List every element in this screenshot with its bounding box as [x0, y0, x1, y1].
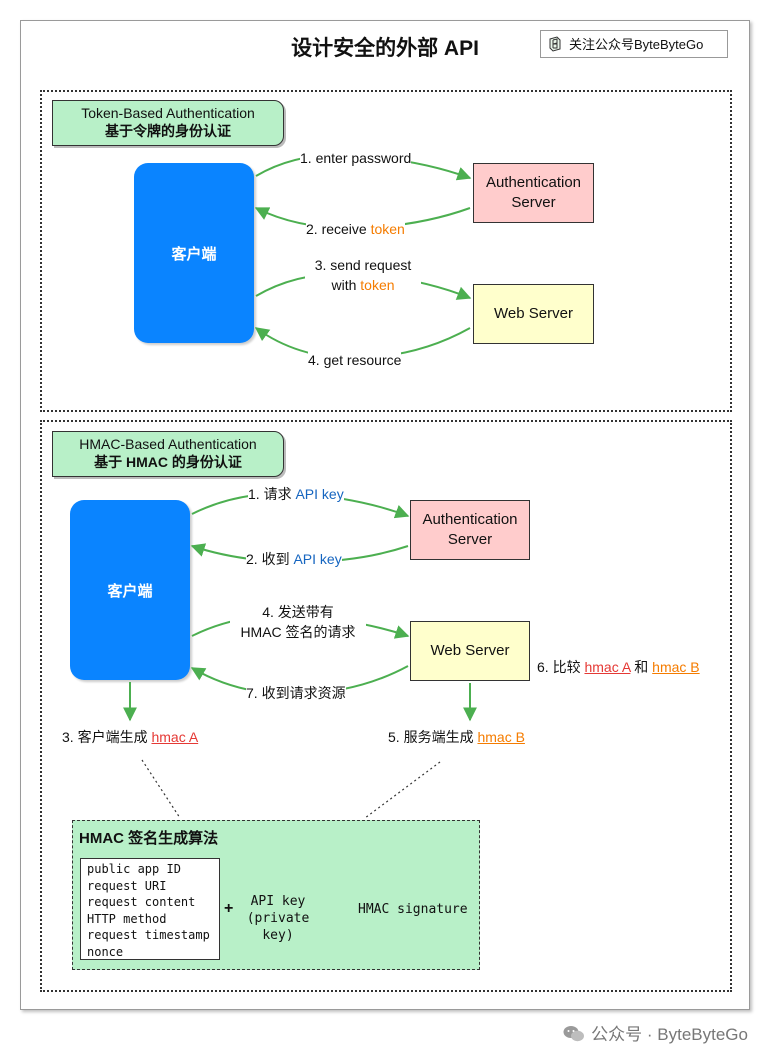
- algorithm-input: HTTP method: [87, 911, 167, 926]
- algorithm-input: public app ID: [87, 862, 181, 876]
- token-label-zh: 基于令牌的身份认证: [105, 123, 231, 139]
- hmac-step1-key: API key: [295, 486, 344, 502]
- token-section: [40, 90, 732, 412]
- hmac-step6-label: 6. 比较 hmac A 和 hmac B: [537, 657, 700, 677]
- token-step3-text: with: [331, 277, 361, 293]
- token-step4-label: 4. get resource: [308, 350, 402, 370]
- token-section-label: Token-Based Authentication 基于令牌的身份认证: [52, 100, 284, 146]
- token-step2-text: 2. receive: [306, 221, 371, 237]
- footer-text: 公众号 · ByteByteGo: [591, 1025, 748, 1044]
- hmac-section: [40, 420, 732, 992]
- token-client-box: 客户端: [134, 163, 254, 343]
- algorithm-input: request content: [87, 895, 196, 909]
- token-web-server: Web Server: [473, 284, 594, 344]
- token-step2-label: 2. receive token: [306, 219, 405, 239]
- algorithm-title: HMAC 签名生成算法: [79, 830, 219, 847]
- token-label-en: Token-Based Authentication: [81, 105, 255, 121]
- hmac-step3-text: 3. 客户端生成: [62, 729, 152, 745]
- token-step3-line1: 3. send request: [314, 257, 412, 273]
- algorithm-input: nonce: [87, 944, 124, 959]
- follow-text: 关注公众号ByteByteGo: [569, 37, 704, 52]
- connector-server-algo: [364, 761, 441, 819]
- footer-watermark: 公众号 · ByteByteGo: [563, 1020, 748, 1045]
- hmac-step6-a: hmac A: [584, 659, 631, 675]
- hmac-step6-and: 和: [630, 659, 653, 675]
- hmac-step6-text: 6. 比较: [537, 659, 585, 675]
- algorithm-key-line2: (private key): [246, 911, 310, 943]
- hmac-step5-hmac: hmac B: [477, 729, 525, 745]
- hmac-section-label: HMAC-Based Authentication 基于 HMAC 的身份认证: [52, 431, 284, 477]
- follow-badge[interactable]: 关注公众号ByteByteGo: [540, 30, 728, 58]
- token-step3-label: 3. send request with token: [305, 255, 421, 295]
- hmac-step7-label: 7. 收到请求资源: [246, 683, 346, 703]
- hmac-step3-hmac: hmac A: [151, 729, 199, 745]
- hmac-step2-label: 2. 收到 API key: [246, 549, 342, 569]
- hmac-step2-text: 2. 收到: [246, 551, 294, 567]
- connector-client-algo: [141, 759, 181, 819]
- hmac-step5-text: 5. 服务端生成: [388, 729, 478, 745]
- token-step3-token: token: [360, 277, 395, 293]
- token-auth-server: Authentication Server: [473, 163, 594, 223]
- algorithm-key-line1: API key: [250, 894, 306, 909]
- token-step1-label: 1. enter password: [300, 148, 412, 168]
- hmac-step2-key: API key: [293, 551, 342, 567]
- hmac-client-box: 客户端: [70, 500, 190, 680]
- hmac-auth-server: Authentication Server: [410, 500, 530, 560]
- hmac-label-en: HMAC-Based Authentication: [79, 436, 257, 452]
- token-step2-token: token: [370, 221, 405, 237]
- hmac-step4-line2: HMAC 签名的请求: [240, 624, 356, 640]
- hmac-step5-label: 5. 服务端生成 hmac B: [388, 727, 525, 747]
- algorithm-input: request URI: [87, 878, 167, 893]
- algorithm-plus: +: [224, 900, 234, 917]
- algorithm-key: API key (private key): [234, 893, 322, 944]
- hmac-step1-label: 1. 请求 API key: [248, 484, 344, 504]
- wechat-icon: [563, 1026, 585, 1042]
- page-title: 设计安全的外部 API: [291, 37, 479, 60]
- algorithm-output: HMAC signature: [358, 902, 468, 917]
- hmac-step1-text: 1. 请求: [248, 486, 296, 502]
- hmac-step3-label: 3. 客户端生成 hmac A: [62, 727, 198, 747]
- algorithm-input: request timestamp: [87, 928, 210, 942]
- hmac-web-server: Web Server: [410, 621, 530, 681]
- hmac-step4-label: 4. 发送带有 HMAC 签名的请求: [230, 602, 366, 642]
- bytebytego-logo-icon: [549, 36, 561, 52]
- algorithm-inputs-list: public app ID request URI request conten…: [80, 858, 220, 960]
- hmac-step6-b: hmac B: [652, 659, 700, 675]
- hmac-step4-line1: 4. 发送带有: [262, 604, 334, 620]
- hmac-label-zh: 基于 HMAC 的身份认证: [94, 454, 242, 470]
